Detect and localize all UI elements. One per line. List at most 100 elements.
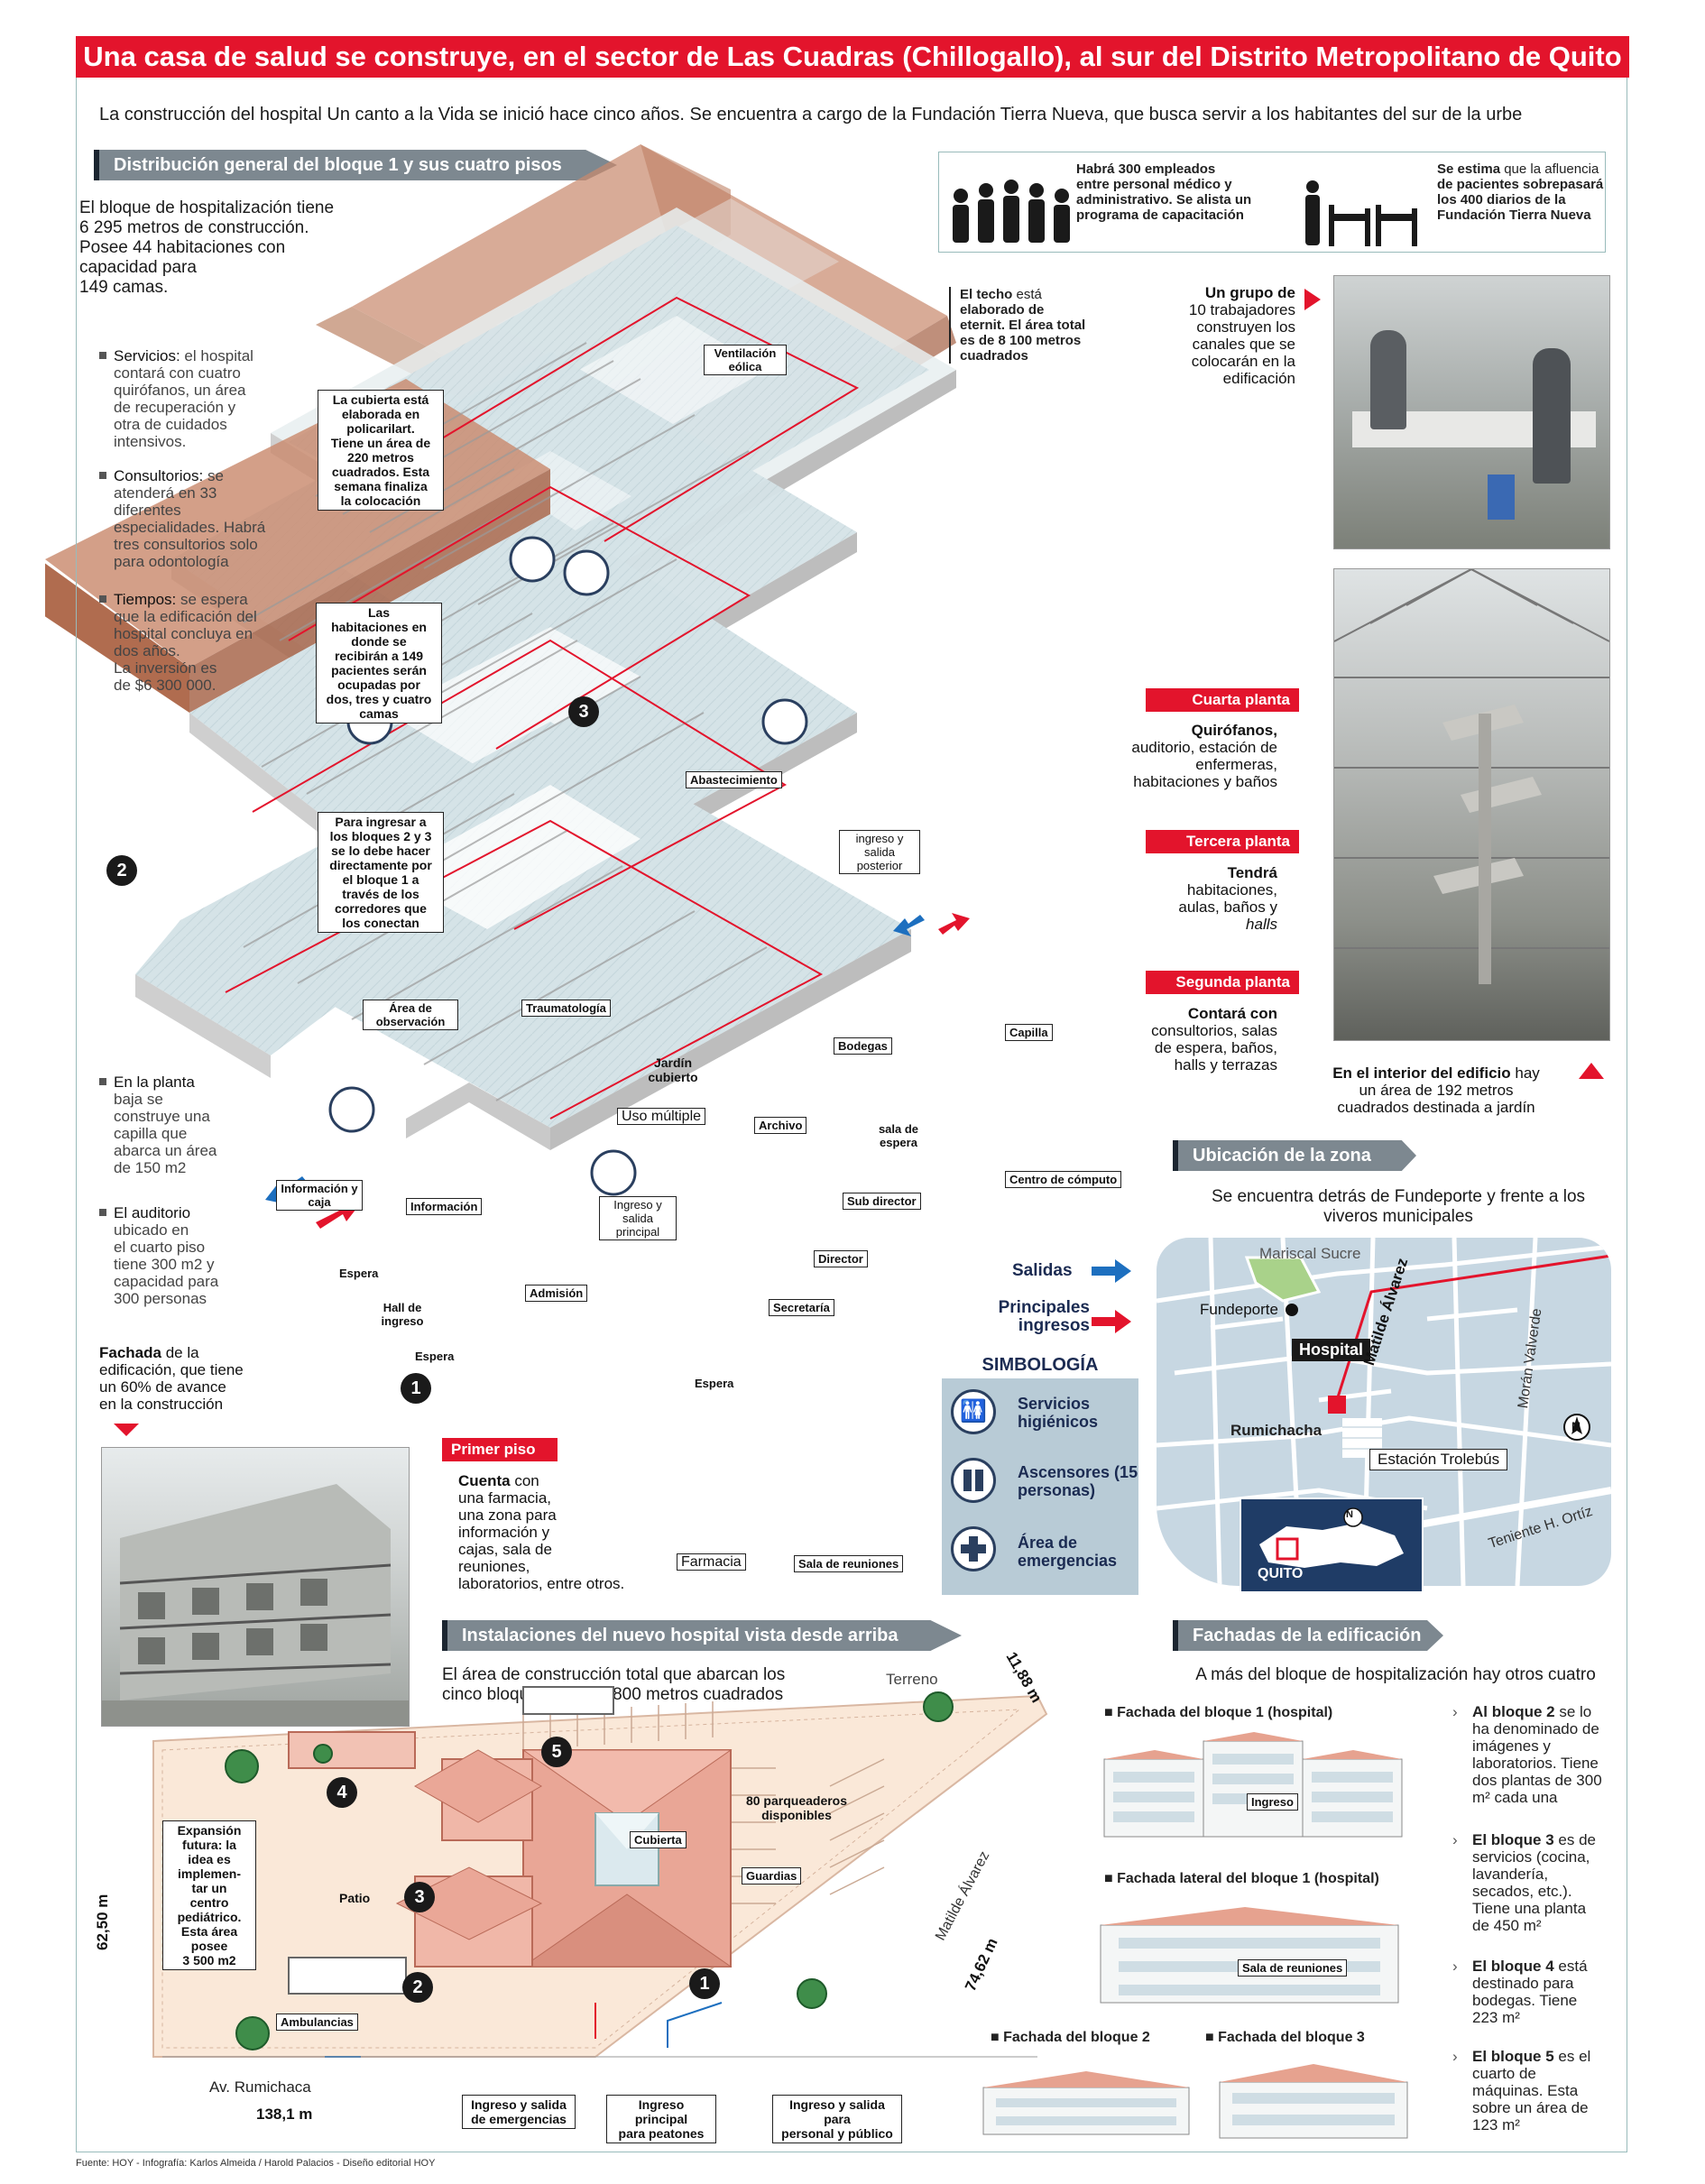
aerial-block-4: 4 xyxy=(327,1777,357,1808)
people-silhouette-icon xyxy=(953,180,1070,243)
section-title-distribution: Distribución general del bloque 1 y sus … xyxy=(94,150,617,180)
hospital-beds-icon xyxy=(1305,180,1417,246)
facades-intro: A más del bloque de hospitalización hay … xyxy=(1195,1665,1596,1684)
label-bodegas: Bodegas xyxy=(834,1037,892,1055)
blue-exit-arrow-icon xyxy=(1092,1259,1131,1283)
facade-4-title: ■ Fachada del bloque 3 xyxy=(1205,2030,1365,2045)
facade-2-title: ■ Fachada lateral del bloque 1 (hospital… xyxy=(1104,1871,1379,1886)
aerial-block-1: 1 xyxy=(689,1968,720,1999)
aerial-dim-bottom: 138,1 m xyxy=(256,2106,313,2123)
block-number-2: 2 xyxy=(106,855,137,886)
legend-ingresos: Principales ingresos xyxy=(998,1298,1090,1335)
workers-photo xyxy=(1333,275,1610,549)
red-entry-arrow-icon xyxy=(1092,1310,1131,1333)
bullet-servicios: Servicios: el hospital contará con cuatr… xyxy=(99,347,294,450)
map-fundeporte: Fundeporte xyxy=(1200,1301,1278,1318)
label-uso-multiple: Uso múltiple xyxy=(617,1108,706,1125)
facade-2-drawing xyxy=(1100,1907,1399,2004)
label-abastecimiento: Abastecimiento xyxy=(686,771,782,788)
inset-north-icon: N xyxy=(1346,1509,1353,1520)
staff-panel: Habrá 300 empleados entre personal médic… xyxy=(938,152,1606,253)
intro-text: La construcción del hospital Un canto a … xyxy=(99,105,1523,124)
sym-servicios: Servicios higiénicos xyxy=(1018,1395,1099,1431)
map-hospital: Hospital xyxy=(1292,1339,1371,1361)
label-capilla: Capilla xyxy=(1005,1024,1053,1041)
tag-second-floor: Segunda planta xyxy=(1146,971,1299,994)
first-floor-text: Cuenta con una farmacia,una zona para in… xyxy=(458,1472,625,1592)
label-ingreso-posterior: ingreso y salida posterior xyxy=(839,830,920,874)
facade-3-title: ■ Fachada del bloque 2 xyxy=(991,2030,1150,2045)
facade-note-block3: › El bloque 3 es de servicios (cocina,la… xyxy=(1452,1831,1596,1934)
facade-4-drawing xyxy=(1219,2064,1408,2139)
tag-third-floor: Tercera planta xyxy=(1146,830,1299,853)
label-director: Director xyxy=(814,1250,868,1267)
aerial-guardias: Guardias xyxy=(742,1867,802,1885)
aerial-cubierta: Cubierta xyxy=(630,1831,687,1848)
label-sala-espera: sala de espera xyxy=(878,1122,919,1149)
section-title-aerial: Instalaciones del nuevo hospital vista d… xyxy=(442,1620,962,1651)
symbology-title: SIMBOLOGÍA xyxy=(942,1351,1138,1378)
label-informacion-caja: Información y caja xyxy=(276,1180,363,1211)
tag-first-floor: Primer piso xyxy=(442,1438,558,1461)
sym-ascensores: Ascensores (15 personas) xyxy=(1018,1463,1138,1499)
aerial-block-3: 3 xyxy=(404,1882,435,1912)
toilet-icon: 🚻 xyxy=(951,1389,996,1434)
red-down-triangle-icon xyxy=(114,1424,139,1436)
symbology-panel: SIMBOLOGÍA 🚻 Servicios higiénicos Ascens… xyxy=(942,1351,1138,1595)
label-subdirector: Sub director xyxy=(843,1193,921,1210)
label-jardin: Jardín cubierto xyxy=(648,1055,698,1084)
aerial-av-rumichaca: Av. Rumichaca xyxy=(209,2078,311,2096)
elevator-icon xyxy=(951,1458,996,1503)
aerial-site-plan xyxy=(152,1686,1048,2058)
label-espera-3: Espera xyxy=(695,1377,734,1390)
facade-2-label: Sala de reuniones xyxy=(1238,1959,1348,1977)
quito-label: QUITO xyxy=(1258,1566,1304,1581)
block-number-3: 3 xyxy=(568,696,599,727)
label-traumatologia: Traumatología xyxy=(521,1000,611,1017)
label-espera-2: Espera xyxy=(415,1350,455,1363)
bullet-tiempos: Tiempos: se espera que la edificación de… xyxy=(99,591,294,694)
label-observacion: Área de observación xyxy=(363,1000,458,1030)
facade-1-label: Ingreso xyxy=(1247,1793,1298,1811)
label-hall-ingreso: Hall de ingreso xyxy=(381,1301,424,1328)
section-title-facades: Fachadas de la edificación xyxy=(1173,1620,1443,1651)
map-estacion-trolebus: Estación Trolebús xyxy=(1369,1449,1508,1470)
headline-banner: Una casa de salud se construye, en el se… xyxy=(76,36,1629,78)
north-icon: N xyxy=(1571,1419,1581,1433)
label-secretaria: Secretaría xyxy=(769,1299,834,1316)
label-sala-reuniones: Sala de reuniones xyxy=(794,1555,904,1572)
red-triangle-icon xyxy=(1579,1063,1604,1079)
label-farmacia: Farmacia xyxy=(677,1553,746,1571)
aerial-block-2: 2 xyxy=(402,1972,433,2003)
facade-3-drawing xyxy=(982,2071,1190,2135)
facade-1-title: ■ Fachada del bloque 1 (hospital) xyxy=(1104,1705,1333,1720)
map-rumichacha: Rumichacha xyxy=(1230,1422,1323,1439)
facade-photo xyxy=(101,1447,410,1727)
aerial-dim-left: 62,50 m xyxy=(94,1894,111,1950)
staff-text: Habrá 300 empleados entre personal médic… xyxy=(1076,161,1252,223)
aerial-block-5: 5 xyxy=(541,1737,572,1767)
emergency-cross-icon xyxy=(951,1526,996,1571)
quito-inset-map xyxy=(1240,1497,1424,1593)
label-informacion: Información xyxy=(406,1198,483,1215)
legend-salidas: Salidas xyxy=(1012,1261,1073,1280)
sym-emergencias: Área de emergencias xyxy=(1018,1534,1118,1570)
patients-text: Se estima que la afluencia de pacientes … xyxy=(1437,161,1604,223)
